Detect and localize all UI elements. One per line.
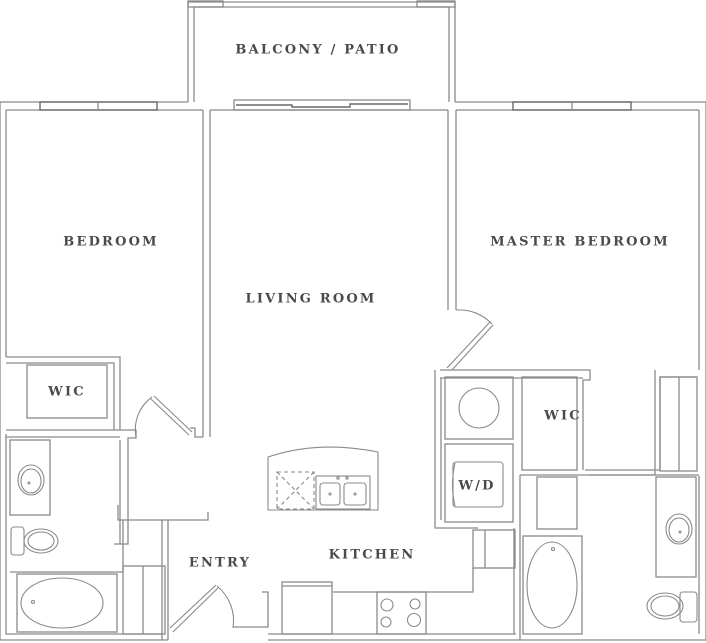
room-label-laundry: W/D [458, 478, 496, 494]
room-label-wic-right: WIC [544, 408, 582, 424]
stove-icon [376, 591, 427, 635]
window-icon [39, 101, 632, 111]
kitchen-island-icon [267, 446, 379, 511]
interior-walls [6, 110, 699, 640]
room-label-wic-left: WIC [48, 384, 86, 400]
room-label-entry: ENTRY [188, 555, 252, 571]
bathtub-icon [20, 577, 104, 629]
washer-dryer-icon [451, 461, 504, 508]
room-label-master-bedroom: MASTER BEDROOM [490, 234, 670, 250]
room-label-kitchen: KITCHEN [328, 547, 416, 563]
dishwasher-icon [276, 471, 315, 510]
sliding-door-icon [233, 99, 411, 111]
kitchen-counter [281, 529, 516, 635]
room-label-balcony: BALCONY / PATIO [235, 42, 401, 58]
room-label-living-room: LIVING ROOM [245, 291, 377, 307]
balcony-walls [187, 0, 456, 102]
toilet-icon [10, 526, 59, 556]
sink-icon [665, 513, 693, 545]
water-heater-icon [458, 387, 500, 429]
room-label-bedroom: BEDROOM [63, 234, 159, 250]
double-sink-icon [315, 475, 371, 510]
sink-icon [17, 464, 45, 496]
bathtub-icon [522, 535, 583, 635]
door-swing-icon [134, 309, 494, 633]
toilet-icon [646, 591, 698, 623]
refrigerator-icon [281, 581, 333, 635]
